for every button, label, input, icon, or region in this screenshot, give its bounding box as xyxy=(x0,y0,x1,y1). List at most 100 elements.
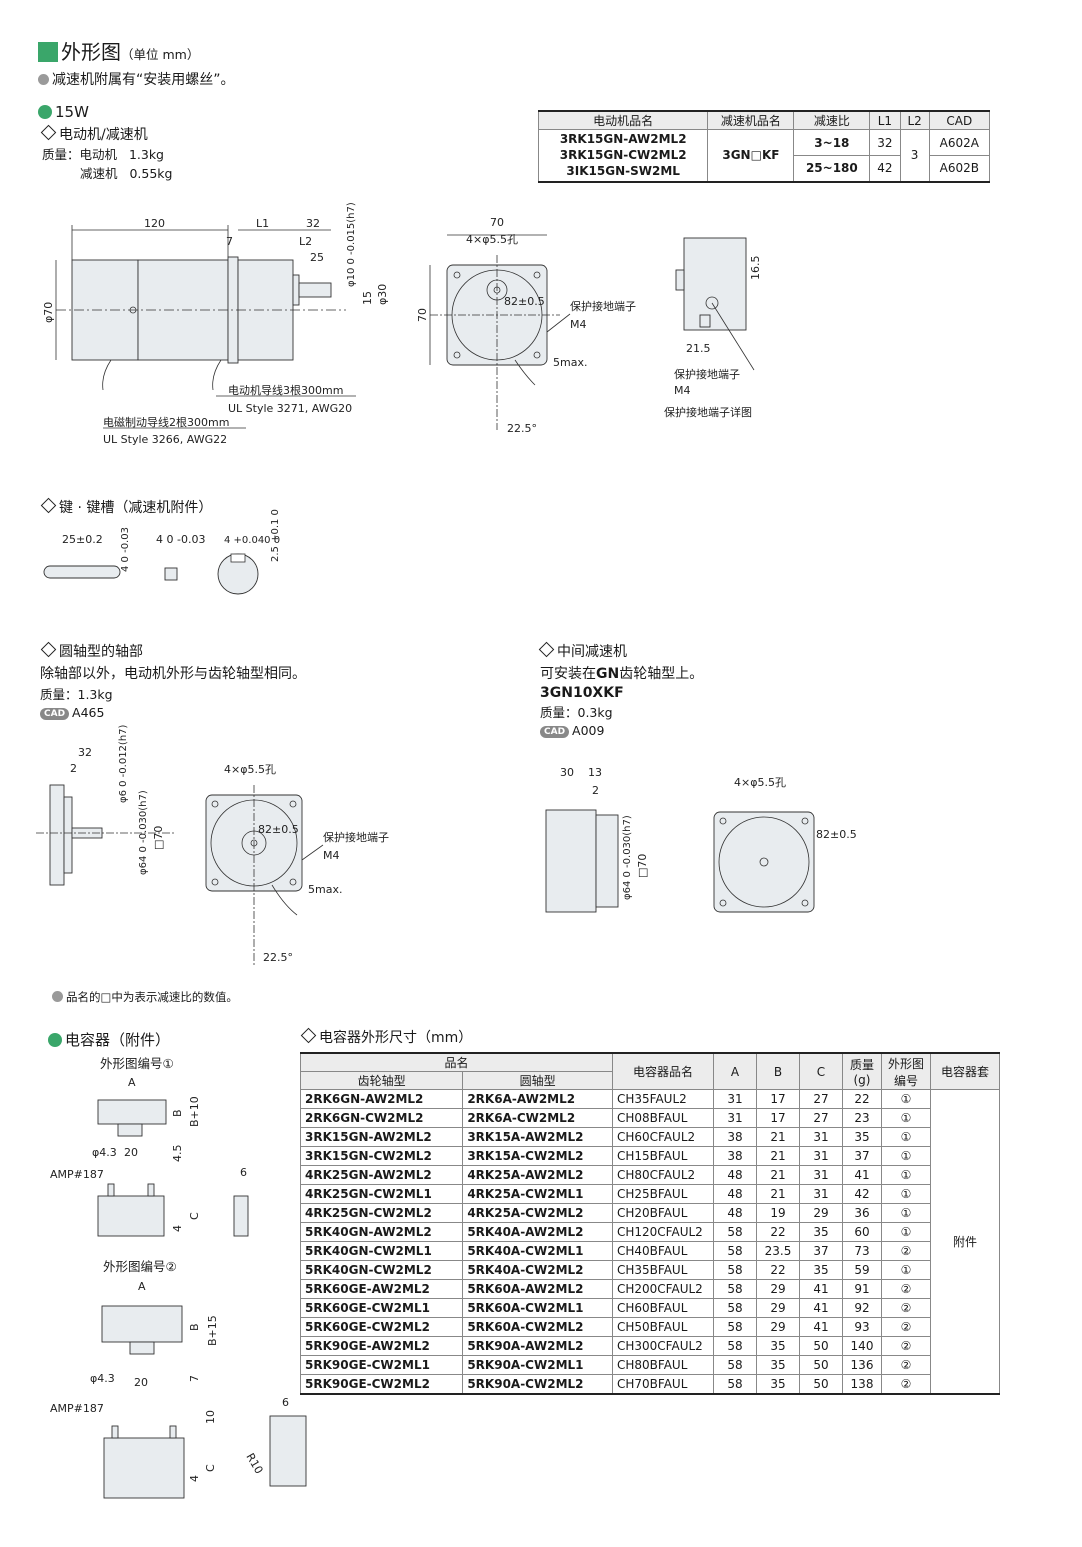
table-cell: 41 xyxy=(799,1298,843,1318)
table-cell: 58 xyxy=(713,1317,757,1337)
capacitor-table: 品名 电容器品名 A B C 质量(g) 外形图编号 电容器套 齿轮轴型 圆轴型… xyxy=(299,1052,1000,1395)
section-dot-icon xyxy=(38,105,52,119)
mid-gear-mass: 质量：0.3kg xyxy=(540,705,613,720)
table-cell: 31 xyxy=(799,1127,843,1147)
table-cell: 58 xyxy=(713,1374,757,1394)
lead2-label: 电磁制动导线2根300mm xyxy=(103,415,229,429)
table-cell: 29 xyxy=(756,1298,800,1318)
lead1-label: 电动机导线3根300mm xyxy=(228,383,343,397)
dim-l2: L2 xyxy=(299,235,312,248)
dim-4: 4 xyxy=(171,1225,184,1232)
table-cell: 4RK25GN-AW2ML2 xyxy=(299,1165,464,1185)
dim-b: B xyxy=(171,1109,184,1117)
table-cell: 31 xyxy=(713,1089,757,1109)
table-cell: 22 xyxy=(756,1222,800,1242)
dim-hole: φ4.3 xyxy=(92,1146,117,1159)
table-cell: 29 xyxy=(756,1317,800,1337)
amp-label: AMP#187 xyxy=(50,1168,104,1181)
shaft-boss xyxy=(292,274,300,306)
table-cell: 5RK90A-CW2ML1 xyxy=(462,1355,613,1375)
cap1-top-body xyxy=(97,1099,167,1125)
table-cell: 58 xyxy=(713,1260,757,1280)
table-cell: 48 xyxy=(713,1165,757,1185)
table-cell: 5RK40GN-AW2ML2 xyxy=(299,1222,464,1242)
table-cell: 17 xyxy=(756,1089,800,1109)
table-cell: 29 xyxy=(756,1279,800,1299)
table-cell: 5RK60A-CW2ML2 xyxy=(462,1317,613,1337)
table-cell: 138 xyxy=(842,1374,882,1394)
table-cell: 3RK15A-AW2ML2 xyxy=(462,1127,613,1147)
mid-gear-drawing: 30 13 2 φ64 0 -0.030(h7) □70 4×φ5.5孔 82±… xyxy=(545,766,857,913)
round-shaft-drawing: 32 2 φ6 0 -0.012(h7) φ64 0 -0.030(h7) □7… xyxy=(36,724,389,965)
motor-side-view-drawing: 120 L1 32 7 L2 25 φ10 0 -0.015(h7) 15 φ3… xyxy=(42,202,389,446)
table-cell: 5RK60GE-AW2ML2 xyxy=(299,1279,464,1299)
table-cell: 38 xyxy=(713,1146,757,1166)
dim-32: 32 xyxy=(78,746,92,759)
dim-hole: φ4.3 xyxy=(90,1372,115,1385)
table-cell: 3RK15A-CW2ML2 xyxy=(462,1146,613,1166)
detail-housing xyxy=(683,237,747,331)
table-cell: 23.5 xyxy=(756,1241,800,1261)
table-cell: 36 xyxy=(842,1203,882,1223)
dim-pilot-dia: φ64 0 -0.030(h7) xyxy=(622,815,633,900)
table-cell: 19 xyxy=(756,1203,800,1223)
diamond-icon xyxy=(300,1027,317,1044)
table-cell: ② xyxy=(881,1317,931,1337)
round-flange xyxy=(49,784,65,886)
m4-label: M4 xyxy=(570,318,587,331)
table-cell: 5RK90GE-CW2ML2 xyxy=(299,1374,464,1394)
cap2-top-body xyxy=(101,1305,183,1343)
cap1-end-body xyxy=(233,1195,249,1237)
dim-82: 82±0.5 xyxy=(504,295,545,308)
motor-table: 电动机品名 减速机品名 减速比 L1 L2 CAD 3RK15GN-AW2ML2… xyxy=(537,110,991,183)
round-shaft-desc: 除轴部以外，电动机外形与齿轮轴型相同。 xyxy=(40,666,306,682)
table-cell: 17 xyxy=(756,1108,800,1128)
dim-angle: 22.5° xyxy=(263,951,293,964)
key-drawing: 25±0.2 4 0 -0.03 4 0 -0.03 4 +0.040 0 2.… xyxy=(43,509,281,595)
dim-holes: 4×φ5.5孔 xyxy=(734,776,786,789)
dim-5max: 5max. xyxy=(308,883,342,896)
table-cell: ② xyxy=(881,1355,931,1375)
key-section xyxy=(164,567,178,581)
dim-6: 6 xyxy=(282,1396,289,1409)
table-cell: CH200CFAUL2 xyxy=(612,1279,714,1299)
table-cell: 93 xyxy=(842,1317,882,1337)
table-cell: 4RK25A-CW2ML2 xyxy=(462,1203,613,1223)
table-cell: 35 xyxy=(799,1260,843,1280)
table-cell: ① xyxy=(881,1108,931,1128)
table-cell: 41 xyxy=(842,1165,882,1185)
table-cell: 22 xyxy=(756,1260,800,1280)
dim-82: 82±0.5 xyxy=(816,828,857,841)
footnote: 品名的□中为表示减速比的数值。 xyxy=(52,989,238,1005)
table-cell: 5RK40A-AW2ML2 xyxy=(462,1222,613,1242)
table-cell: 5RK90GE-AW2ML2 xyxy=(299,1336,464,1356)
detail-ground-label: 保护接地端子 xyxy=(674,367,740,381)
table-cell: 5RK60A-AW2ML2 xyxy=(462,1279,613,1299)
table-cell: CH60BFAUL xyxy=(612,1298,714,1318)
table-cell: 31 xyxy=(799,1184,843,1204)
dim-4: 4 xyxy=(188,1475,201,1482)
table-cell: 27 xyxy=(799,1108,843,1128)
table-cell: CH25BFAUL xyxy=(612,1184,714,1204)
dim-2: 2 xyxy=(592,784,599,797)
dim-square: □70 xyxy=(636,854,649,878)
round-shaft-mass: 质量：1.3kg xyxy=(40,687,113,702)
dim-10: 10 xyxy=(204,1410,217,1424)
table-cell: CH50BFAUL xyxy=(612,1317,714,1337)
table-cell: 38 xyxy=(713,1127,757,1147)
table-cell: ① xyxy=(881,1127,931,1147)
cad-badge: CAD xyxy=(540,726,570,738)
section-square-icon xyxy=(38,42,58,62)
table-cell: CH35BFAUL xyxy=(612,1260,714,1280)
dim-shaft-dia: φ6 0 -0.012(h7) xyxy=(118,724,129,803)
motor-front-view-drawing: 70 4×φ5.5孔 82±0.5 70 保护接地端子 M4 5max. 22.… xyxy=(416,216,636,435)
table-cell: 21 xyxy=(756,1146,800,1166)
table-cell: 60 xyxy=(842,1222,882,1242)
dim-21-5: 21.5 xyxy=(686,342,711,355)
ground-terminal-detail-drawing: 16.5 21.5 保护接地端子 M4 保护接地端子详图 xyxy=(664,237,762,419)
